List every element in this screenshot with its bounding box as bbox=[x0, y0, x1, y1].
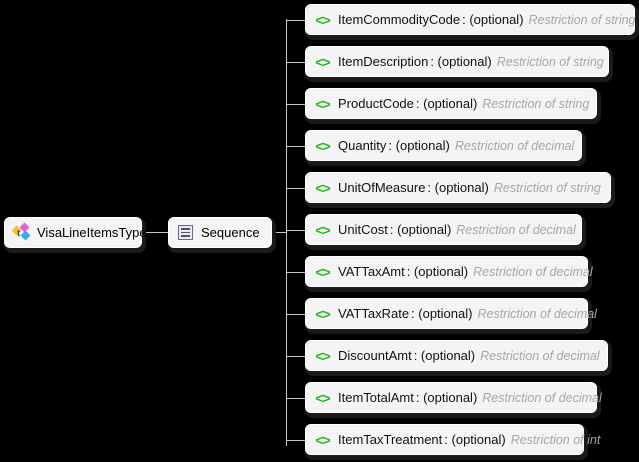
element-name: Quantity bbox=[338, 138, 387, 153]
element-type: Restriction of decimal bbox=[482, 390, 602, 405]
element-type: Restriction of string bbox=[496, 54, 604, 69]
element-icon: <> bbox=[315, 53, 330, 70]
element-occurrence: : (optional) bbox=[444, 432, 506, 447]
node-element[interactable]: <> UnitCost: (optional) Restriction of dec… bbox=[305, 214, 582, 245]
root-label: VisaLineItemsType bbox=[37, 225, 147, 240]
node-element[interactable]: <> ItemTotalAmt: (optional) Restriction of… bbox=[305, 382, 602, 413]
connector-stub bbox=[286, 146, 305, 147]
connector-sequence-to-trunk bbox=[272, 232, 286, 233]
node-element[interactable]: <> VATTaxRate: (optional) Restriction of d… bbox=[305, 298, 597, 329]
node-element[interactable]: <> VATTaxAmt: (optional) Restriction of de… bbox=[305, 256, 593, 287]
element-occurrence: : (optional) bbox=[462, 12, 524, 27]
element-name: ItemTotalAmt bbox=[338, 390, 414, 405]
node-sequence[interactable]: Sequence bbox=[168, 217, 272, 248]
element-icon: <> bbox=[315, 179, 330, 196]
element-name: UnitOfMeasure bbox=[338, 180, 426, 195]
element-occurrence: : (optional) bbox=[430, 54, 492, 69]
element-occurrence: : (optional) bbox=[415, 96, 478, 111]
connector-stub bbox=[286, 272, 305, 273]
element-name: VATTaxRate bbox=[338, 306, 410, 321]
element-occurrence: : (optional) bbox=[415, 390, 478, 405]
connector-stub bbox=[286, 188, 305, 189]
element-occurrence: : (optional) bbox=[411, 306, 473, 321]
connector-stub bbox=[286, 440, 305, 441]
connector-stub bbox=[286, 104, 305, 105]
element-icon: <> bbox=[315, 389, 330, 406]
element-occurrence: : (optional) bbox=[413, 348, 476, 363]
element-type: Restriction of string bbox=[482, 96, 590, 111]
element-type: Restriction of int bbox=[510, 432, 601, 447]
element-name: ItemTaxTreatment bbox=[338, 432, 443, 447]
connector-stub bbox=[286, 398, 305, 399]
element-icon: <> bbox=[315, 95, 330, 112]
sequence-icon bbox=[177, 224, 194, 241]
connector-stub bbox=[286, 356, 305, 357]
element-icon: <> bbox=[315, 305, 330, 322]
element-name: DiscountAmt bbox=[338, 348, 412, 363]
node-complex-type-root[interactable]: t VisaLineItemsType bbox=[4, 217, 147, 248]
node-element[interactable]: <> DiscountAmt: (optional) Restriction of … bbox=[305, 340, 608, 371]
sequence-label: Sequence bbox=[201, 225, 260, 240]
element-name: VATTaxAmt bbox=[338, 264, 405, 279]
element-name: ItemCommodityCode bbox=[338, 12, 461, 27]
node-element[interactable]: <> Quantity: (optional) Restriction of dec… bbox=[305, 130, 582, 161]
element-type: Restriction of decimal bbox=[454, 138, 575, 153]
node-element[interactable]: <> ItemDescription: (optional) Restriction… bbox=[305, 46, 609, 77]
element-type: Restriction of string bbox=[493, 180, 601, 195]
element-name: ItemDescription bbox=[338, 54, 429, 69]
element-type: Restriction of string bbox=[528, 12, 636, 27]
node-element[interactable]: <> ItemTaxTreatment: (optional) Restrictio… bbox=[305, 424, 600, 455]
connector-stub bbox=[286, 20, 305, 21]
connector-stub bbox=[286, 62, 305, 63]
element-occurrence: : (optional) bbox=[406, 264, 469, 279]
element-icon: <> bbox=[315, 221, 330, 238]
connector-root-to-sequence bbox=[142, 232, 169, 233]
element-occurrence: : (optional) bbox=[389, 222, 452, 237]
node-element[interactable]: <> ItemCommodityCode: (optional) Restricti… bbox=[305, 4, 636, 35]
element-type: Restriction of decimal bbox=[477, 306, 597, 321]
element-name: UnitCost bbox=[338, 222, 388, 237]
element-type: Restriction of decimal bbox=[456, 222, 576, 237]
element-icon: <> bbox=[315, 263, 330, 280]
element-occurrence: : (optional) bbox=[388, 138, 450, 153]
element-occurrence: : (optional) bbox=[427, 180, 489, 195]
element-name: ProductCode bbox=[338, 96, 414, 111]
element-type: Restriction of decimal bbox=[480, 348, 600, 363]
element-icon: <> bbox=[315, 431, 330, 448]
complex-type-icon: t bbox=[11, 222, 31, 241]
element-icon: <> bbox=[315, 11, 330, 28]
connector-trunk bbox=[286, 19, 287, 446]
element-type: Restriction of decimal bbox=[473, 264, 593, 279]
node-element[interactable]: <> UnitOfMeasure: (optional) Restriction o… bbox=[305, 172, 611, 203]
element-icon: <> bbox=[315, 137, 330, 154]
connector-stub bbox=[286, 314, 305, 315]
node-element[interactable]: <> ProductCode: (optional) Restriction of … bbox=[305, 88, 597, 119]
connector-stub bbox=[286, 230, 305, 231]
element-icon: <> bbox=[315, 347, 330, 364]
